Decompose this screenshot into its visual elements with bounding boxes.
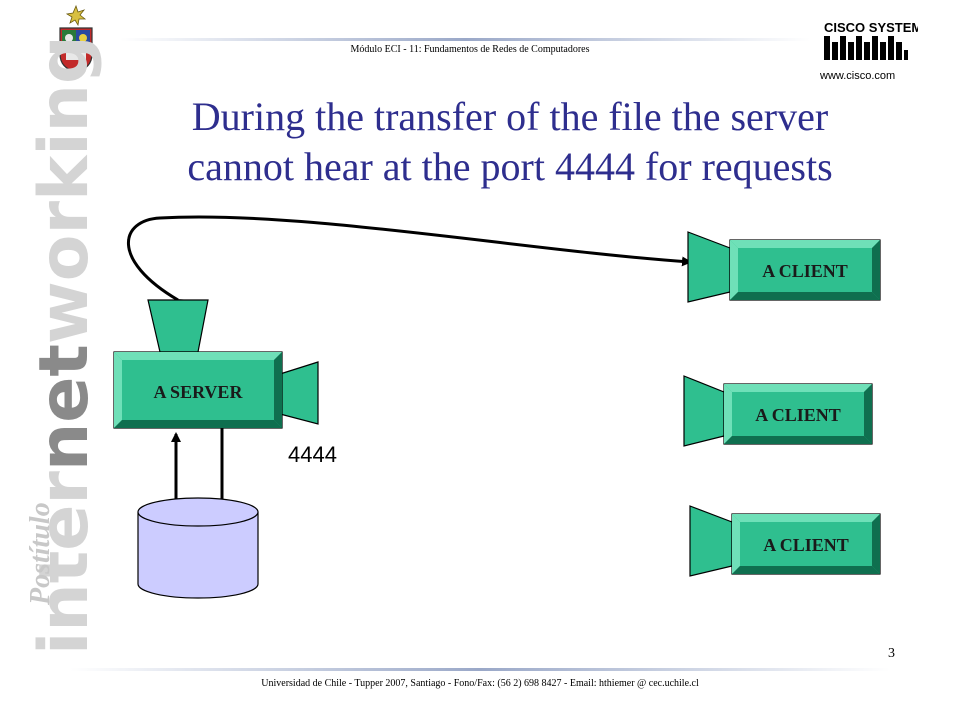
slide-title-line-1: During the transfer of the file the serv… bbox=[191, 94, 829, 139]
university-crest bbox=[59, 4, 93, 73]
footer-text: Universidad de Chile - Tupper 2007, Sant… bbox=[261, 678, 699, 689]
database-cylinder bbox=[137, 497, 259, 599]
client-box bbox=[731, 513, 881, 575]
server-node: A SERVER bbox=[113, 299, 319, 429]
crest-star-icon bbox=[65, 4, 87, 27]
header-rule bbox=[120, 38, 810, 41]
cisco-url: www.cisco.com bbox=[820, 70, 896, 82]
client-funnel bbox=[689, 505, 733, 577]
server-label: A SERVER bbox=[154, 382, 244, 402]
client-funnel bbox=[687, 231, 731, 303]
client-label: A CLIENT bbox=[762, 261, 848, 281]
client-box bbox=[729, 239, 881, 301]
cisco-bars-icon bbox=[824, 36, 908, 60]
footer-rule bbox=[70, 668, 890, 671]
client-funnel bbox=[683, 375, 725, 447]
client-node: A CLIENT bbox=[687, 231, 881, 303]
header-course: Módulo ECI - 11: Fundamentos de Redes de… bbox=[350, 44, 590, 55]
client-label: A CLIENT bbox=[755, 405, 841, 425]
client-label: A CLIENT bbox=[763, 535, 849, 555]
port-label: 4444 bbox=[288, 442, 337, 467]
cisco-brand-text: CISCO SYSTEMS bbox=[824, 20, 918, 35]
page-number: 3 bbox=[888, 646, 895, 661]
cisco-logo: CISCO SYSTEMS bbox=[824, 20, 918, 60]
slide-title-line-2: cannot hear at the port 4444 for request… bbox=[187, 144, 833, 189]
slide-title: During the transfer of the file the serv… bbox=[100, 92, 920, 192]
server-funnel bbox=[147, 299, 209, 353]
server-port-funnel bbox=[279, 361, 319, 425]
client-node: A CLIENT bbox=[683, 375, 873, 447]
client-node: A CLIENT bbox=[689, 505, 881, 577]
server-client-connection-arrow bbox=[127, 215, 692, 309]
